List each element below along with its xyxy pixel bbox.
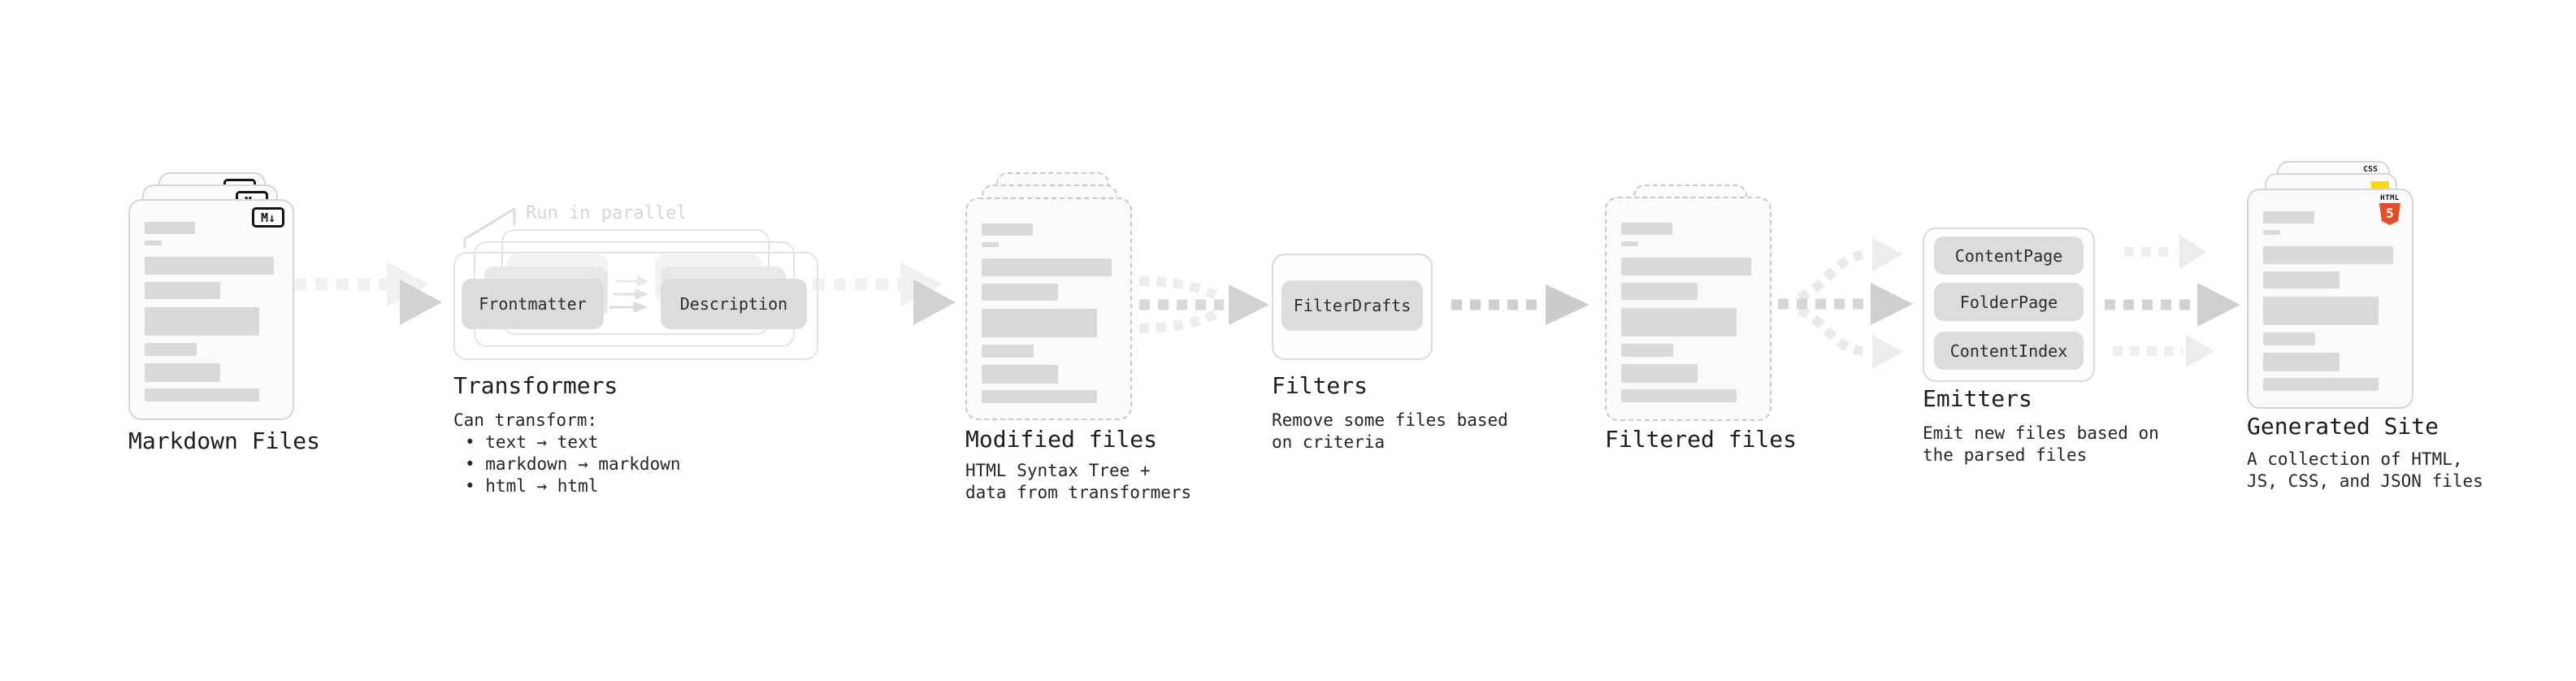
filtered-files-title: Filtered files bbox=[1605, 426, 1798, 453]
filters-note-line: Remove some files based bbox=[1272, 410, 1508, 430]
transformers-note-bullet: • text → text bbox=[465, 432, 599, 452]
generated-site-notes: A collection of HTML, JS, CSS, and JSON … bbox=[2247, 449, 2483, 492]
filtered-file-card-front bbox=[1605, 197, 1772, 421]
emitters-note-line: Emit new files based on bbox=[1923, 423, 2159, 443]
modified-files-title: Modified files bbox=[965, 426, 1158, 453]
html5-icon-label: HTML bbox=[2380, 194, 2400, 202]
markdown-icon: M↓ bbox=[252, 207, 284, 228]
document-placeholder-bars bbox=[982, 223, 1116, 403]
filterdrafts-pill: FilterDrafts bbox=[1281, 280, 1423, 331]
run-in-parallel-label: Run in parallel bbox=[526, 203, 687, 223]
arrow-markdown-to-transformers bbox=[294, 262, 442, 325]
transformers-title: Transformers bbox=[453, 372, 618, 399]
arrow-transformers-to-modified bbox=[813, 262, 956, 325]
folderpage-pill: FolderPage bbox=[1934, 283, 2084, 321]
markdown-file-card-front: M↓ bbox=[128, 199, 294, 420]
description-pill: Description bbox=[661, 279, 807, 329]
generated-site-note-line: A collection of HTML, bbox=[2247, 449, 2463, 469]
transformer-stack-outline-front bbox=[453, 252, 818, 360]
modified-file-card-front bbox=[965, 197, 1132, 420]
modified-files-notes: HTML Syntax Tree + data from transformer… bbox=[965, 460, 1191, 504]
contentindex-pill: ContentIndex bbox=[1934, 332, 2084, 370]
arrow-emitters-to-generated bbox=[2105, 235, 2240, 368]
markdown-files-title: Markdown Files bbox=[128, 427, 321, 454]
document-placeholder-bars bbox=[2263, 211, 2397, 391]
document-placeholder-bars bbox=[1621, 223, 1755, 402]
modified-files-note-line: data from transformers bbox=[965, 483, 1192, 502]
emitters-notes: Emit new files based on the parsed files bbox=[1923, 423, 2159, 466]
emitters-note-line: the parsed files bbox=[1923, 445, 2088, 465]
filters-title: Filters bbox=[1272, 372, 1368, 399]
arrow-modified-to-filters bbox=[1138, 276, 1269, 333]
filters-notes: Remove some files based on criteria bbox=[1272, 410, 1508, 453]
transformers-note-heading: Can transform: bbox=[453, 410, 598, 430]
generated-file-card-front: HTML 5 bbox=[2247, 189, 2413, 409]
arrow-filtered-to-emitters bbox=[1778, 237, 1913, 369]
transformers-note-bullet: • markdown → markdown bbox=[465, 454, 681, 474]
emitters-title: Emitters bbox=[1923, 385, 2032, 412]
generated-site-title: Generated Site bbox=[2247, 413, 2439, 440]
html5-icon: HTML 5 bbox=[2378, 194, 2402, 225]
document-placeholder-bars bbox=[145, 222, 278, 401]
filters-note-line: on criteria bbox=[1272, 432, 1386, 452]
generated-site-note-line: JS, CSS, and JSON files bbox=[2247, 471, 2483, 491]
modified-files-note-line: HTML Syntax Tree + bbox=[965, 461, 1151, 480]
transformers-note-bullet: • html → html bbox=[465, 476, 599, 496]
frontmatter-pill: Frontmatter bbox=[462, 279, 604, 329]
css-icon-label: CSS bbox=[2362, 165, 2379, 174]
contentpage-pill: ContentPage bbox=[1934, 236, 2084, 275]
html5-shield: 5 bbox=[2379, 203, 2400, 225]
arrow-filters-to-filtered bbox=[1451, 284, 1589, 325]
transformers-notes: Can transform: • text → text • markdown … bbox=[453, 410, 681, 497]
